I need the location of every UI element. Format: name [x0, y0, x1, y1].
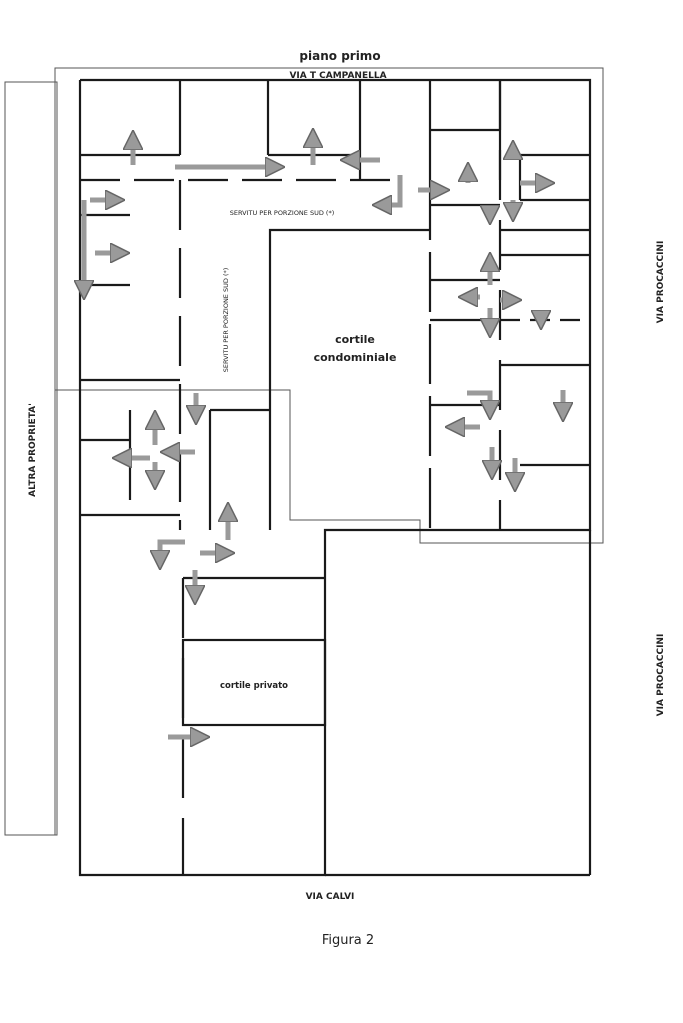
plan-title: piano primo — [299, 49, 380, 63]
courtyard-label-line1: cortile — [335, 333, 375, 346]
servitu-horizontal-label: SERVITU PER PORZIONE SUD (*) — [230, 209, 335, 217]
altra-proprieta-label: ALTRA PROPRIETA' — [28, 403, 38, 497]
arrow-icon — [467, 390, 490, 410]
private-courtyard-label: cortile privato — [220, 681, 288, 691]
walls — [78, 78, 592, 877]
escape-route-arrows — [84, 138, 563, 737]
arrow-icon — [382, 175, 403, 205]
courtyard-label-line2: condominiale — [314, 351, 397, 364]
thin-outlines — [4, 67, 604, 836]
street-top-label: VIA T CAMPANELLA — [289, 71, 386, 81]
arrow-icon — [160, 539, 185, 560]
street-bottom-label: VIA CALVI — [306, 892, 355, 902]
street-right-lower-label: VIA PROCACCINI — [656, 634, 666, 717]
figure-caption: Figura 2 — [322, 933, 374, 948]
street-right-upper-label: VIA PROCACCINI — [656, 241, 666, 324]
servitu-vertical-label: SERVITU PER PORZIONE SUD (*) — [222, 268, 230, 373]
upper-floor-outline — [54, 67, 604, 544]
altra-proprieta-box — [4, 81, 58, 836]
